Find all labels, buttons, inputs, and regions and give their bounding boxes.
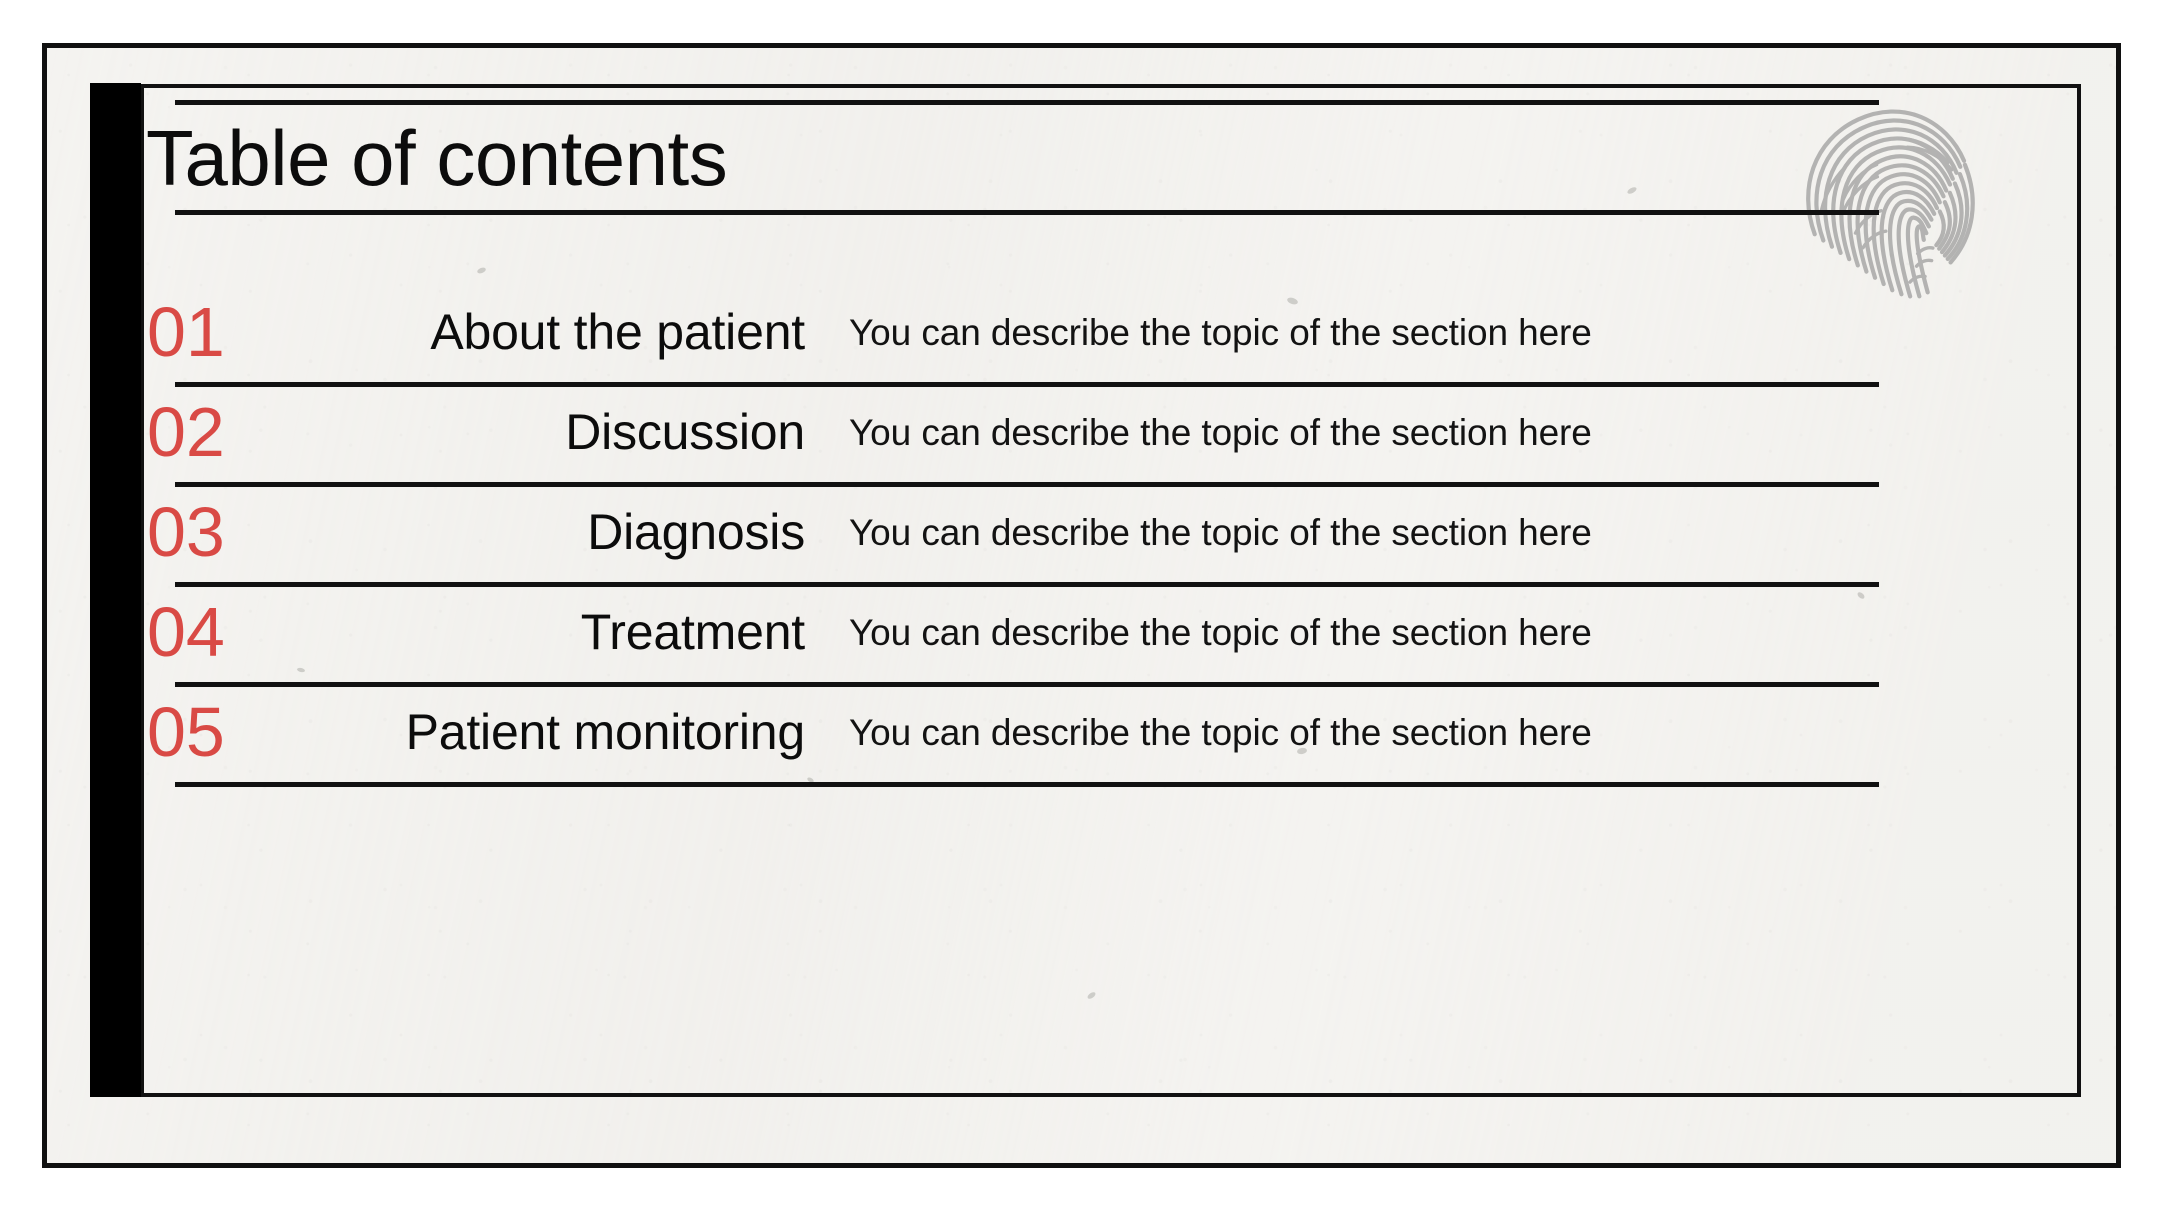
title-rule-bottom bbox=[175, 210, 1879, 215]
toc-item-description: You can describe the topic of the sectio… bbox=[849, 311, 1592, 353]
toc-item-03[interactable]: 03 Diagnosis You can describe the topic … bbox=[147, 482, 1907, 582]
toc-item-number: 02 bbox=[147, 393, 225, 471]
title-rule-top bbox=[175, 100, 1879, 105]
toc-item-title: Patient monitoring bbox=[405, 704, 806, 760]
toc-item-description: You can describe the topic of the sectio… bbox=[849, 411, 1592, 453]
toc-separator-rule bbox=[175, 782, 1879, 787]
toc-item-title: Treatment bbox=[580, 604, 805, 660]
fingerprint-icon bbox=[1785, 98, 2000, 303]
toc-item-04[interactable]: 04 Treatment You can describe the topic … bbox=[147, 582, 1907, 682]
toc-separator-rule bbox=[175, 382, 1879, 387]
toc-item-title: Diagnosis bbox=[587, 504, 805, 560]
toc-item-description: You can describe the topic of the sectio… bbox=[849, 511, 1592, 553]
toc-item-number: 01 bbox=[147, 293, 225, 371]
toc-separator-rule bbox=[175, 482, 1879, 487]
left-accent-bar bbox=[90, 83, 141, 1097]
slide-outer-border: Table of contents 01 About the patient Y… bbox=[42, 43, 2121, 1168]
slide-content: Table of contents 01 About the patient Y… bbox=[47, 48, 2116, 1163]
toc-separator-rule bbox=[175, 682, 1879, 687]
toc-item-number: 04 bbox=[147, 593, 225, 671]
toc-item-05[interactable]: 05 Patient monitoring You can describe t… bbox=[147, 682, 1907, 782]
toc-item-title: Discussion bbox=[565, 404, 805, 460]
toc-item-number: 05 bbox=[147, 693, 225, 771]
toc-separator-rule bbox=[175, 582, 1879, 587]
slide-inner-border bbox=[140, 84, 2081, 1097]
toc-item-01[interactable]: 01 About the patient You can describe th… bbox=[147, 282, 1907, 382]
toc-item-description: You can describe the topic of the sectio… bbox=[849, 711, 1592, 753]
toc-item-02[interactable]: 02 Discussion You can describe the topic… bbox=[147, 382, 1907, 482]
toc-item-number: 03 bbox=[147, 493, 225, 571]
toc-item-title: About the patient bbox=[430, 304, 805, 360]
page-title: Table of contents bbox=[146, 114, 728, 202]
toc-item-description: You can describe the topic of the sectio… bbox=[849, 611, 1592, 653]
